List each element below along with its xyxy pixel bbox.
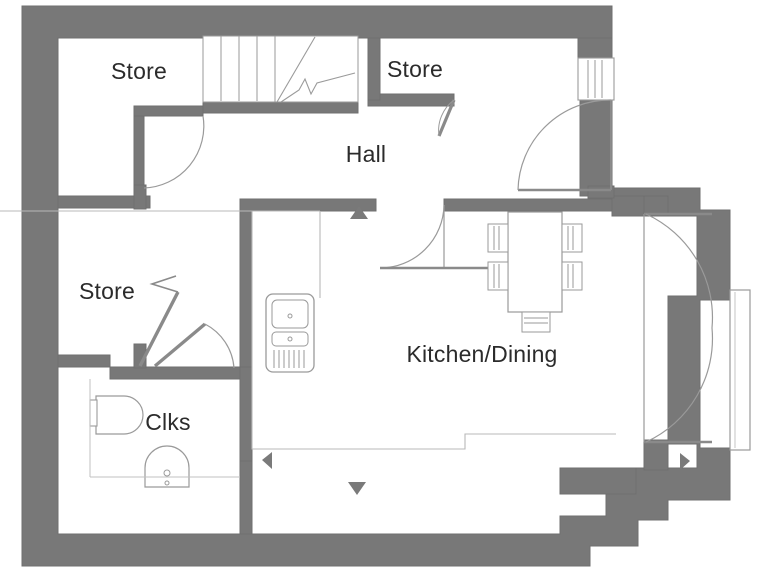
room-label-hall: Hall (346, 141, 386, 167)
kitchen-worktop (0, 210, 616, 450)
direction-marker-right (680, 453, 690, 470)
walls-group (21, 5, 731, 567)
store-top-left-door (143, 115, 205, 189)
chair-right-bottom (561, 261, 583, 291)
wall-frontdoor-head (577, 37, 613, 61)
direction-markers (262, 206, 690, 495)
direction-marker-left (262, 452, 272, 469)
cooker-appliance (265, 293, 315, 373)
front-sidelight-window (577, 57, 615, 101)
room-label-store-top-right: Store (387, 56, 443, 82)
wall-clks-top-left (57, 354, 111, 368)
chair-left-top (487, 223, 509, 253)
clks-door (153, 322, 235, 369)
chair-left-bottom (487, 261, 509, 291)
wall-stair-landing (202, 100, 359, 114)
room-label-kitchen-dining: Kitchen/Dining (406, 341, 557, 367)
store-left-door (138, 275, 180, 367)
front-entrance-door (517, 99, 612, 192)
direction-marker-down (348, 482, 366, 495)
store-top-right-door (437, 99, 456, 137)
wall-store-tl-right (133, 105, 145, 189)
direction-marker-up (350, 206, 368, 219)
chair-right-top (561, 223, 583, 253)
room-labels: Store Store Hall Store Clks Kitchen/Dini… (79, 56, 557, 435)
wall-store-left-top (57, 195, 151, 209)
wall-frenchdoor-head (643, 195, 669, 215)
wall-kitchen-bottom-step (239, 460, 253, 535)
wall-jamb-store-left-upper (133, 184, 147, 210)
room-label-store-top-left: Store (111, 58, 167, 84)
french-doors (643, 212, 714, 444)
washbasin (144, 445, 190, 488)
wall-kitchen-left (239, 198, 253, 368)
windows-group (577, 57, 751, 451)
room-label-store-left: Store (79, 278, 135, 304)
room-label-clks: Clks (145, 409, 191, 435)
wall-bay-step-1 (559, 467, 637, 495)
wall-frenchdoor-sill (643, 439, 669, 471)
staircase (202, 35, 359, 103)
wall-frontdoor-threshold (587, 185, 615, 199)
wall-store-tl-bottom (133, 105, 204, 117)
doors-group (138, 99, 714, 444)
wall-clks-top-right (109, 366, 251, 380)
wall-store-tr-bottom (367, 93, 455, 107)
side-window-panel (729, 289, 751, 451)
wall-store-tr-left (367, 37, 381, 101)
wall-clks-right (239, 366, 253, 474)
dining-table (487, 211, 583, 333)
chair-bottom (521, 311, 551, 333)
wall-kitchen-top-left (239, 198, 377, 212)
wall-kitchen-top-right (443, 198, 621, 212)
clks-fixtures (89, 379, 240, 488)
toilet (89, 395, 144, 435)
